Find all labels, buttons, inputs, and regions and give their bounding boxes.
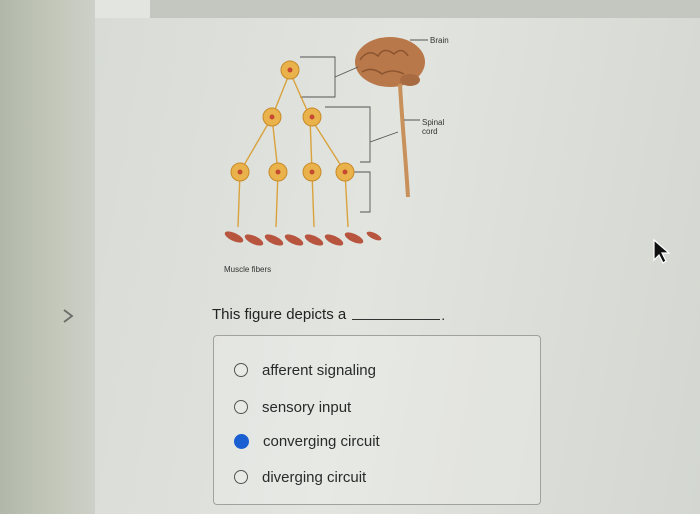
brain-illustration — [355, 37, 425, 87]
muscle-fibers-label: Muscle fibers — [224, 265, 271, 274]
neural-circuit-figure: Brain Spinal cord — [224, 36, 449, 274]
content-top-edge — [95, 0, 152, 18]
answer-options-box: afferent signaling sensory input converg… — [213, 335, 541, 505]
option-label: afferent signaling — [262, 361, 376, 379]
radio-button-selected[interactable] — [234, 433, 249, 449]
radio-button[interactable] — [234, 470, 248, 484]
brain-label: Brain — [430, 36, 449, 45]
mouse-cursor-icon — [653, 238, 671, 264]
option-sensory-input[interactable]: sensory input — [234, 396, 351, 418]
question-period: . — [441, 306, 446, 323]
circuit-connections — [300, 56, 399, 213]
answer-blank — [352, 309, 441, 320]
question-text: This figure depicts a — [212, 306, 347, 323]
option-converging-circuit[interactable]: converging circuit — [234, 430, 380, 452]
option-label: diverging circuit — [262, 468, 367, 486]
muscle-fibers-illustration — [224, 231, 382, 246]
question-prompt: This figure depicts a . — [212, 306, 445, 323]
radio-button[interactable] — [234, 400, 248, 414]
spinal-cord-illustration — [398, 83, 410, 198]
top-bar — [150, 0, 700, 18]
spinal-cord-label-line1: Spinal — [422, 118, 444, 127]
option-afferent-signaling[interactable]: afferent signaling — [234, 359, 376, 381]
option-diverging-circuit[interactable]: diverging circuit — [234, 466, 366, 488]
radio-button[interactable] — [234, 363, 248, 377]
neuron-network — [230, 60, 355, 228]
spinal-cord-label-line2: cord — [422, 127, 438, 136]
left-sidebar — [0, 0, 95, 514]
chevron-right-icon[interactable] — [62, 308, 74, 324]
option-label: sensory input — [262, 398, 352, 416]
option-label: converging circuit — [263, 432, 380, 450]
